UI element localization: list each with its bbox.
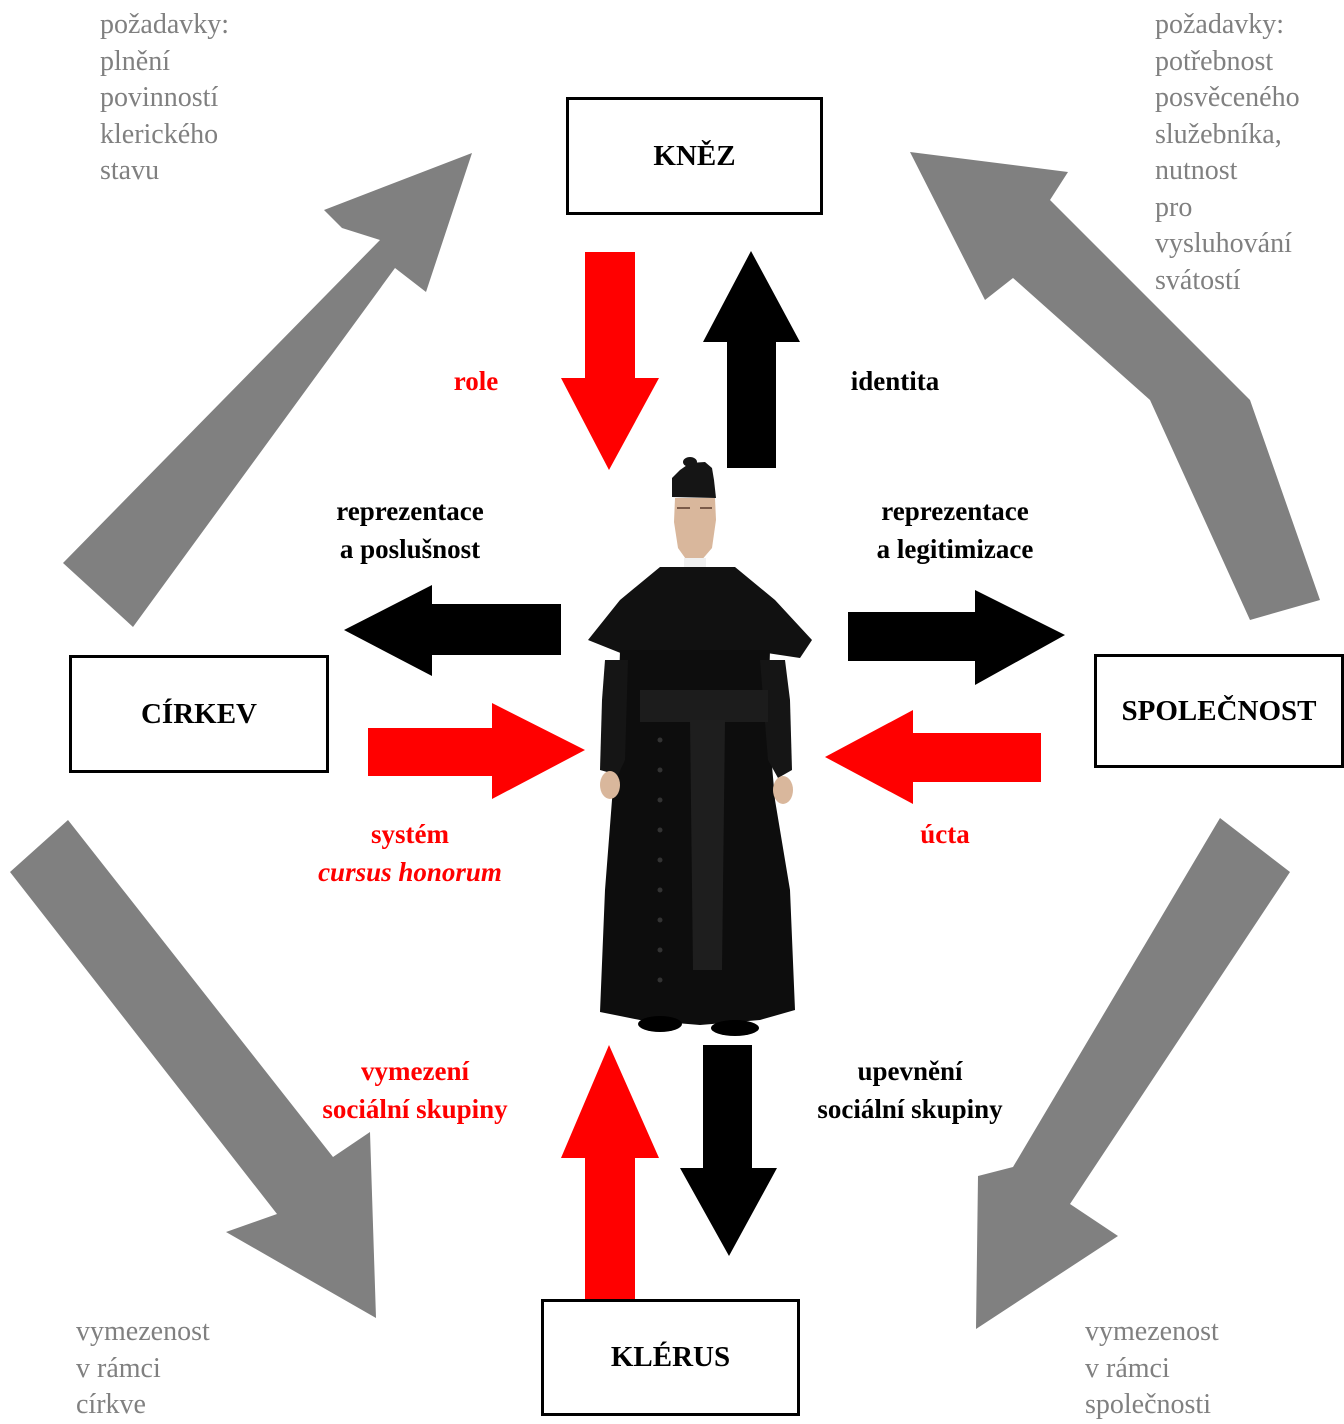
gray-arrow-down-right [976, 818, 1290, 1329]
label-identita: identita [850, 366, 940, 396]
black-arrow-reprezentace-legitimizace [848, 590, 1065, 685]
black-arrow-upevneni [680, 1045, 777, 1256]
node-klerus: KLÉRUS [541, 1299, 800, 1416]
gray-arrow-up-left [63, 153, 472, 627]
red-arrow-ucta [825, 710, 1041, 804]
priest-figure [588, 457, 812, 1036]
node-knez: KNĚZ [566, 97, 823, 215]
red-arrow-vymezeni [561, 1045, 659, 1300]
black-arrow-reprezentace-poslusnost [344, 585, 561, 676]
red-arrow-system [368, 703, 585, 799]
red-arrow-role [561, 252, 659, 470]
note-top-right: požadavky: potřebnost posvěceného služeb… [1155, 9, 1300, 296]
gray-arrow-up-right [910, 152, 1320, 620]
label-ucta: úcta [920, 819, 970, 849]
label-role: role [453, 366, 499, 396]
note-top-left: požadavky: plnění povinností klerického … [100, 9, 230, 186]
gray-arrow-down-left [10, 820, 376, 1318]
node-spolecnost: SPOLEČNOST [1094, 654, 1344, 768]
note-bottom-left: vymezenost v rámci církve [76, 1316, 210, 1420]
black-arrow-identita [703, 251, 800, 468]
node-cirkev: CÍRKEV [69, 655, 329, 773]
note-bottom-right: vymezenost v rámci společnosti [1085, 1316, 1219, 1420]
